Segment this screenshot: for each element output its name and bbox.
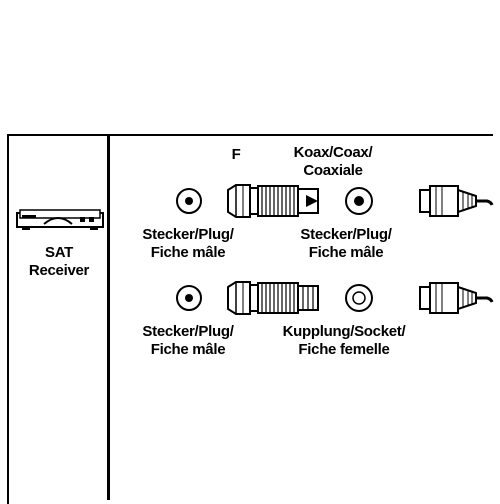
f-plug-jack-icon-bottom [176, 285, 202, 311]
f-plug-jack-icon-top [176, 188, 202, 214]
f-plug-label-top: Stecker/Plug/ Fiche mâle [130, 226, 246, 262]
f-plug-label-bottom-line1: Stecker/Plug/ [142, 323, 234, 340]
coax-label-top: Koax/Coax/ Coaxiale [278, 144, 388, 180]
f-plug-label-bottom-line2: Fiche mâle [150, 341, 226, 358]
sat-receiver-icon [16, 209, 104, 230]
coax-plug-label-top: Stecker/Plug/ Fiche mâle [288, 226, 404, 262]
coax-socket-jack-icon-bottom [345, 284, 373, 312]
coax-socket-label-bottom-line1: Kupplung/Socket/ [282, 323, 406, 340]
coax-plug-jack-icon-top [345, 187, 373, 215]
coax-label-line1: Koax/Coax/ [293, 144, 373, 161]
f-connector-label: F [231, 146, 241, 163]
f-plug-label-top-line2: Fiche mâle [150, 244, 226, 261]
coax-plug-label-top-line2: Fiche mâle [308, 244, 384, 261]
coax-socket-label-bottom: Kupplung/Socket/ Fiche femelle [278, 323, 410, 359]
coax-label-line2: Coaxiale [303, 162, 363, 179]
receiver-label: SAT Receiver [15, 244, 103, 280]
coax-socket-label-bottom-line2: Fiche femelle [298, 341, 390, 358]
receiver-label-line1: SAT [45, 244, 73, 261]
coax-plug-label-top-line1: Stecker/Plug/ [300, 226, 392, 243]
receiver-label-line2: Receiver [28, 262, 90, 279]
diagram-frame [7, 134, 493, 504]
coax-cable-icon-top [419, 185, 494, 217]
f-to-coax-adapter-icon-bottom [227, 281, 319, 315]
coax-cable-icon-bottom [419, 282, 494, 314]
panel-divider [107, 134, 110, 500]
f-plug-label-top-line1: Stecker/Plug/ [142, 226, 234, 243]
f-plug-label-bottom: Stecker/Plug/ Fiche mâle [130, 323, 246, 359]
f-to-coax-adapter-icon-top [227, 184, 319, 218]
